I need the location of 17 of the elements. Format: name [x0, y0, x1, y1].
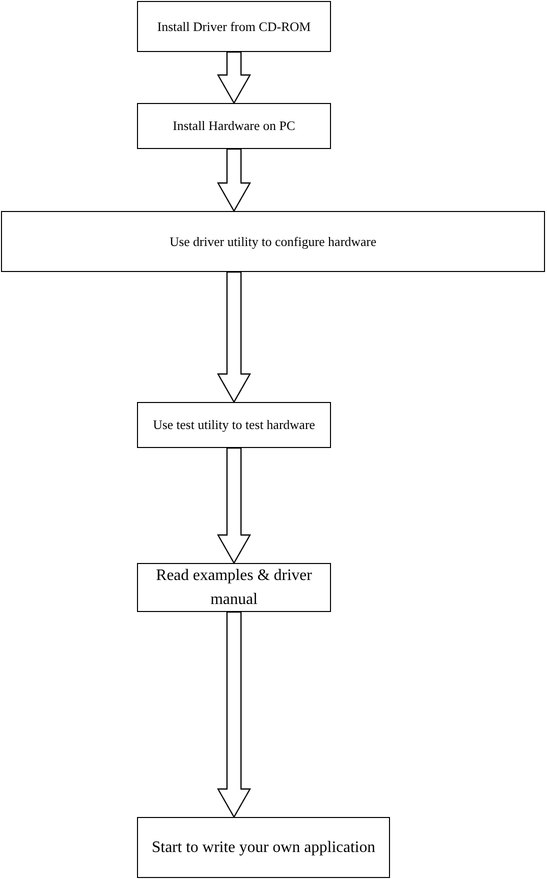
- step-text: Install Hardware on PC: [172, 117, 296, 136]
- block-arrow: [216, 611, 252, 818]
- step-text: Use test utility to test hardware: [152, 416, 316, 434]
- process-box: [1, 211, 545, 272]
- process-box: [137, 402, 331, 448]
- step-text: Read examples & driver manual: [155, 566, 313, 610]
- process-box: [137, 817, 390, 878]
- block-arrow: [216, 271, 252, 404]
- step-text: Install Driver from CD-ROM: [157, 18, 311, 36]
- block-arrow: [216, 148, 252, 212]
- process-box: [137, 1, 331, 52]
- step-text: Use driver utility to configure hardware: [170, 232, 376, 251]
- process-box: [137, 563, 331, 612]
- block-arrow: [216, 447, 252, 564]
- process-box: [137, 103, 331, 149]
- block-arrow: [216, 51, 252, 104]
- step-text: Start to write your own application: [152, 838, 376, 858]
